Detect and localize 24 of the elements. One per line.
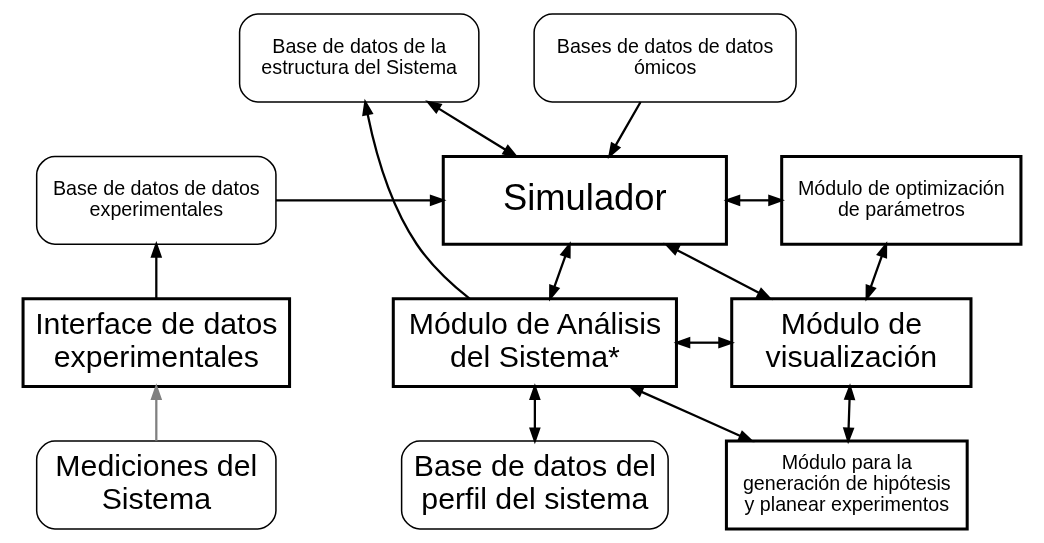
arrow	[723, 194, 785, 207]
arrow	[607, 101, 642, 159]
node-box: Base de datos de datos experimentales	[35, 155, 277, 245]
arrow	[362, 98, 471, 300]
node-box: Módulo de Análisis del Sistema*	[391, 297, 678, 389]
node-box: Interface de datos experimentales	[21, 297, 292, 389]
node-box: Mediciones del Sistema	[35, 440, 277, 530]
arrow	[663, 242, 773, 301]
arrow	[150, 383, 163, 441]
node-box: Base de datos de la estructura del Sistema	[238, 13, 480, 103]
node-box: Simulador	[441, 154, 728, 246]
arrow	[529, 383, 541, 445]
arrow	[865, 241, 888, 302]
arrow	[276, 194, 447, 207]
arrow	[627, 385, 755, 443]
node-box: Base de datos del perfil del sistema	[400, 440, 669, 530]
arrow	[150, 240, 163, 299]
arrow	[842, 383, 856, 445]
node-box: Módulo para la generación de hipótesis y planear experimentos	[724, 439, 969, 531]
arrow	[673, 336, 735, 349]
node-box: Módulo de optimización de parámetros	[780, 154, 1023, 246]
node-box: Módulo de visualización	[730, 297, 973, 389]
arrow	[549, 241, 571, 302]
node-box: Bases de datos de datos ómicos	[533, 13, 797, 103]
